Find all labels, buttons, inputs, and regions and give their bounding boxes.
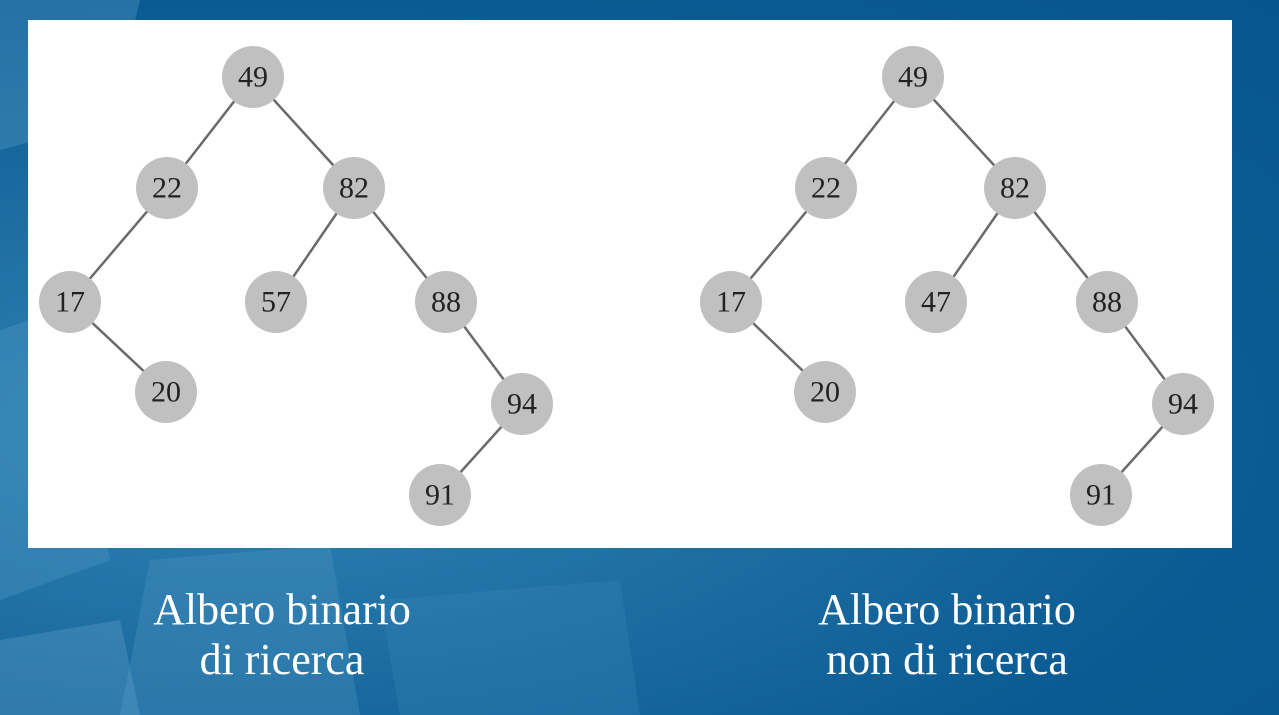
tree-node: 88 [415,271,477,333]
node-circle [1076,271,1138,333]
node-value: 20 [810,376,840,409]
node-value: 17 [55,286,85,319]
tree-node: 49 [222,46,284,108]
node-value: 82 [339,172,369,205]
caption-bst-line1: Albero binario [153,585,411,634]
tree-node: 20 [135,361,197,423]
node-value: 22 [811,172,841,205]
node-circle [409,464,471,526]
node-value: 91 [425,479,455,512]
node-circle [136,157,198,219]
node-circle [882,46,944,108]
tree-node: 94 [1152,373,1214,435]
node-circle [984,157,1046,219]
node-value: 49 [238,61,268,94]
tree-node: 94 [491,373,553,435]
trees-canvas: 49 22 82 17 57 88 20 94 91 49 22 82 17 47 88 20 94 91 [39,46,1214,526]
caption-non-bst-line2: non di ricerca [826,635,1068,684]
node-value: 88 [431,286,461,319]
node-circle [39,271,101,333]
node-value: 94 [1168,388,1198,421]
tree-node: 17 [700,271,762,333]
node-value: 20 [151,376,181,409]
node-circle [700,271,762,333]
tree-bst: 49 22 82 17 57 88 20 94 91 [39,46,553,526]
node-circle [222,46,284,108]
node-circle [491,373,553,435]
tree-node: 17 [39,271,101,333]
node-circle [323,157,385,219]
node-value: 49 [898,61,928,94]
tree-node: 22 [795,157,857,219]
tree-node: 91 [1070,464,1132,526]
node-circle [905,271,967,333]
node-circle [794,361,856,423]
node-circle [135,361,197,423]
node-value: 82 [1000,172,1030,205]
node-value: 94 [507,388,537,421]
caption-bst: Albero binario di ricerca [32,585,532,685]
node-value: 88 [1092,286,1122,319]
tree-node: 20 [794,361,856,423]
node-circle [415,271,477,333]
caption-non-bst-line1: Albero binario [818,585,1076,634]
tree-node: 22 [136,157,198,219]
node-value: 22 [152,172,182,205]
node-circle [1152,373,1214,435]
node-circle [795,157,857,219]
tree-node: 82 [323,157,385,219]
node-circle [245,271,307,333]
tree-node: 88 [1076,271,1138,333]
tree-node: 91 [409,464,471,526]
node-value: 17 [716,286,746,319]
node-circle [1070,464,1132,526]
node-value: 57 [261,286,291,319]
tree-node: 57 [245,271,307,333]
tree-node: 49 [882,46,944,108]
caption-bst-line2: di ricerca [199,635,365,684]
node-value: 91 [1086,479,1116,512]
caption-non-bst: Albero binario non di ricerca [697,585,1197,685]
diagram-panel: 49 22 82 17 57 88 20 94 91 49 22 82 17 47 88 20 94 91 [28,20,1232,548]
tree-non-bst: 49 22 82 17 47 88 20 94 91 [700,46,1214,526]
tree-node: 47 [905,271,967,333]
tree-node: 82 [984,157,1046,219]
node-value: 47 [921,286,951,319]
